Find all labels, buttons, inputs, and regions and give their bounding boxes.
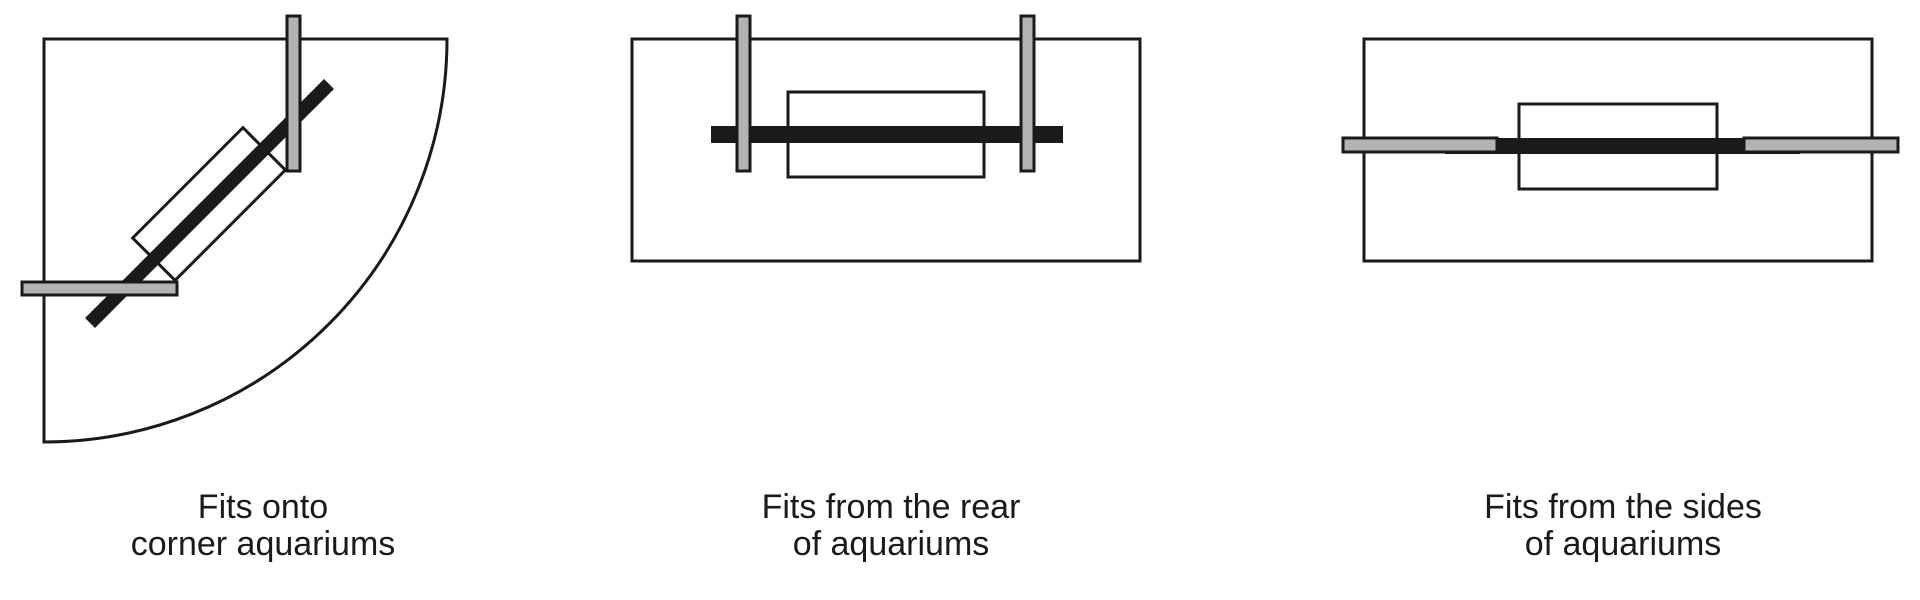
corner-clamp-vertical xyxy=(285,14,302,173)
sides-panel xyxy=(1341,37,1900,263)
corner-clamp-horizontal xyxy=(20,280,179,297)
rear-aquarium-outline xyxy=(630,37,1142,263)
rear-caption-line1: Fits from the rear xyxy=(761,488,1021,526)
corner-aquarium-outline xyxy=(42,37,449,444)
sides-clamp-right xyxy=(1742,136,1900,154)
corner-panel xyxy=(20,14,449,444)
rear-caption: Fits from the rear of aquariums xyxy=(681,489,1101,563)
sides-caption: Fits from the sides of aquariums xyxy=(1413,489,1833,563)
corner-caption-line1: Fits onto xyxy=(197,488,329,526)
sides-mounting-bar xyxy=(1445,138,1800,154)
rear-clamp-left xyxy=(735,14,752,173)
rear-clamp-right xyxy=(1019,14,1036,173)
sides-clamp-left xyxy=(1341,136,1499,154)
sides-caption-line2: of aquariums xyxy=(1524,525,1722,563)
rear-panel xyxy=(630,14,1142,263)
corner-caption-line2: corner aquariums xyxy=(130,525,396,563)
sides-caption-line1: Fits from the sides xyxy=(1484,488,1762,526)
rear-caption-line2: of aquariums xyxy=(792,525,990,563)
rear-mounting-bar xyxy=(711,126,1063,143)
corner-caption: Fits onto corner aquariums xyxy=(53,489,473,563)
